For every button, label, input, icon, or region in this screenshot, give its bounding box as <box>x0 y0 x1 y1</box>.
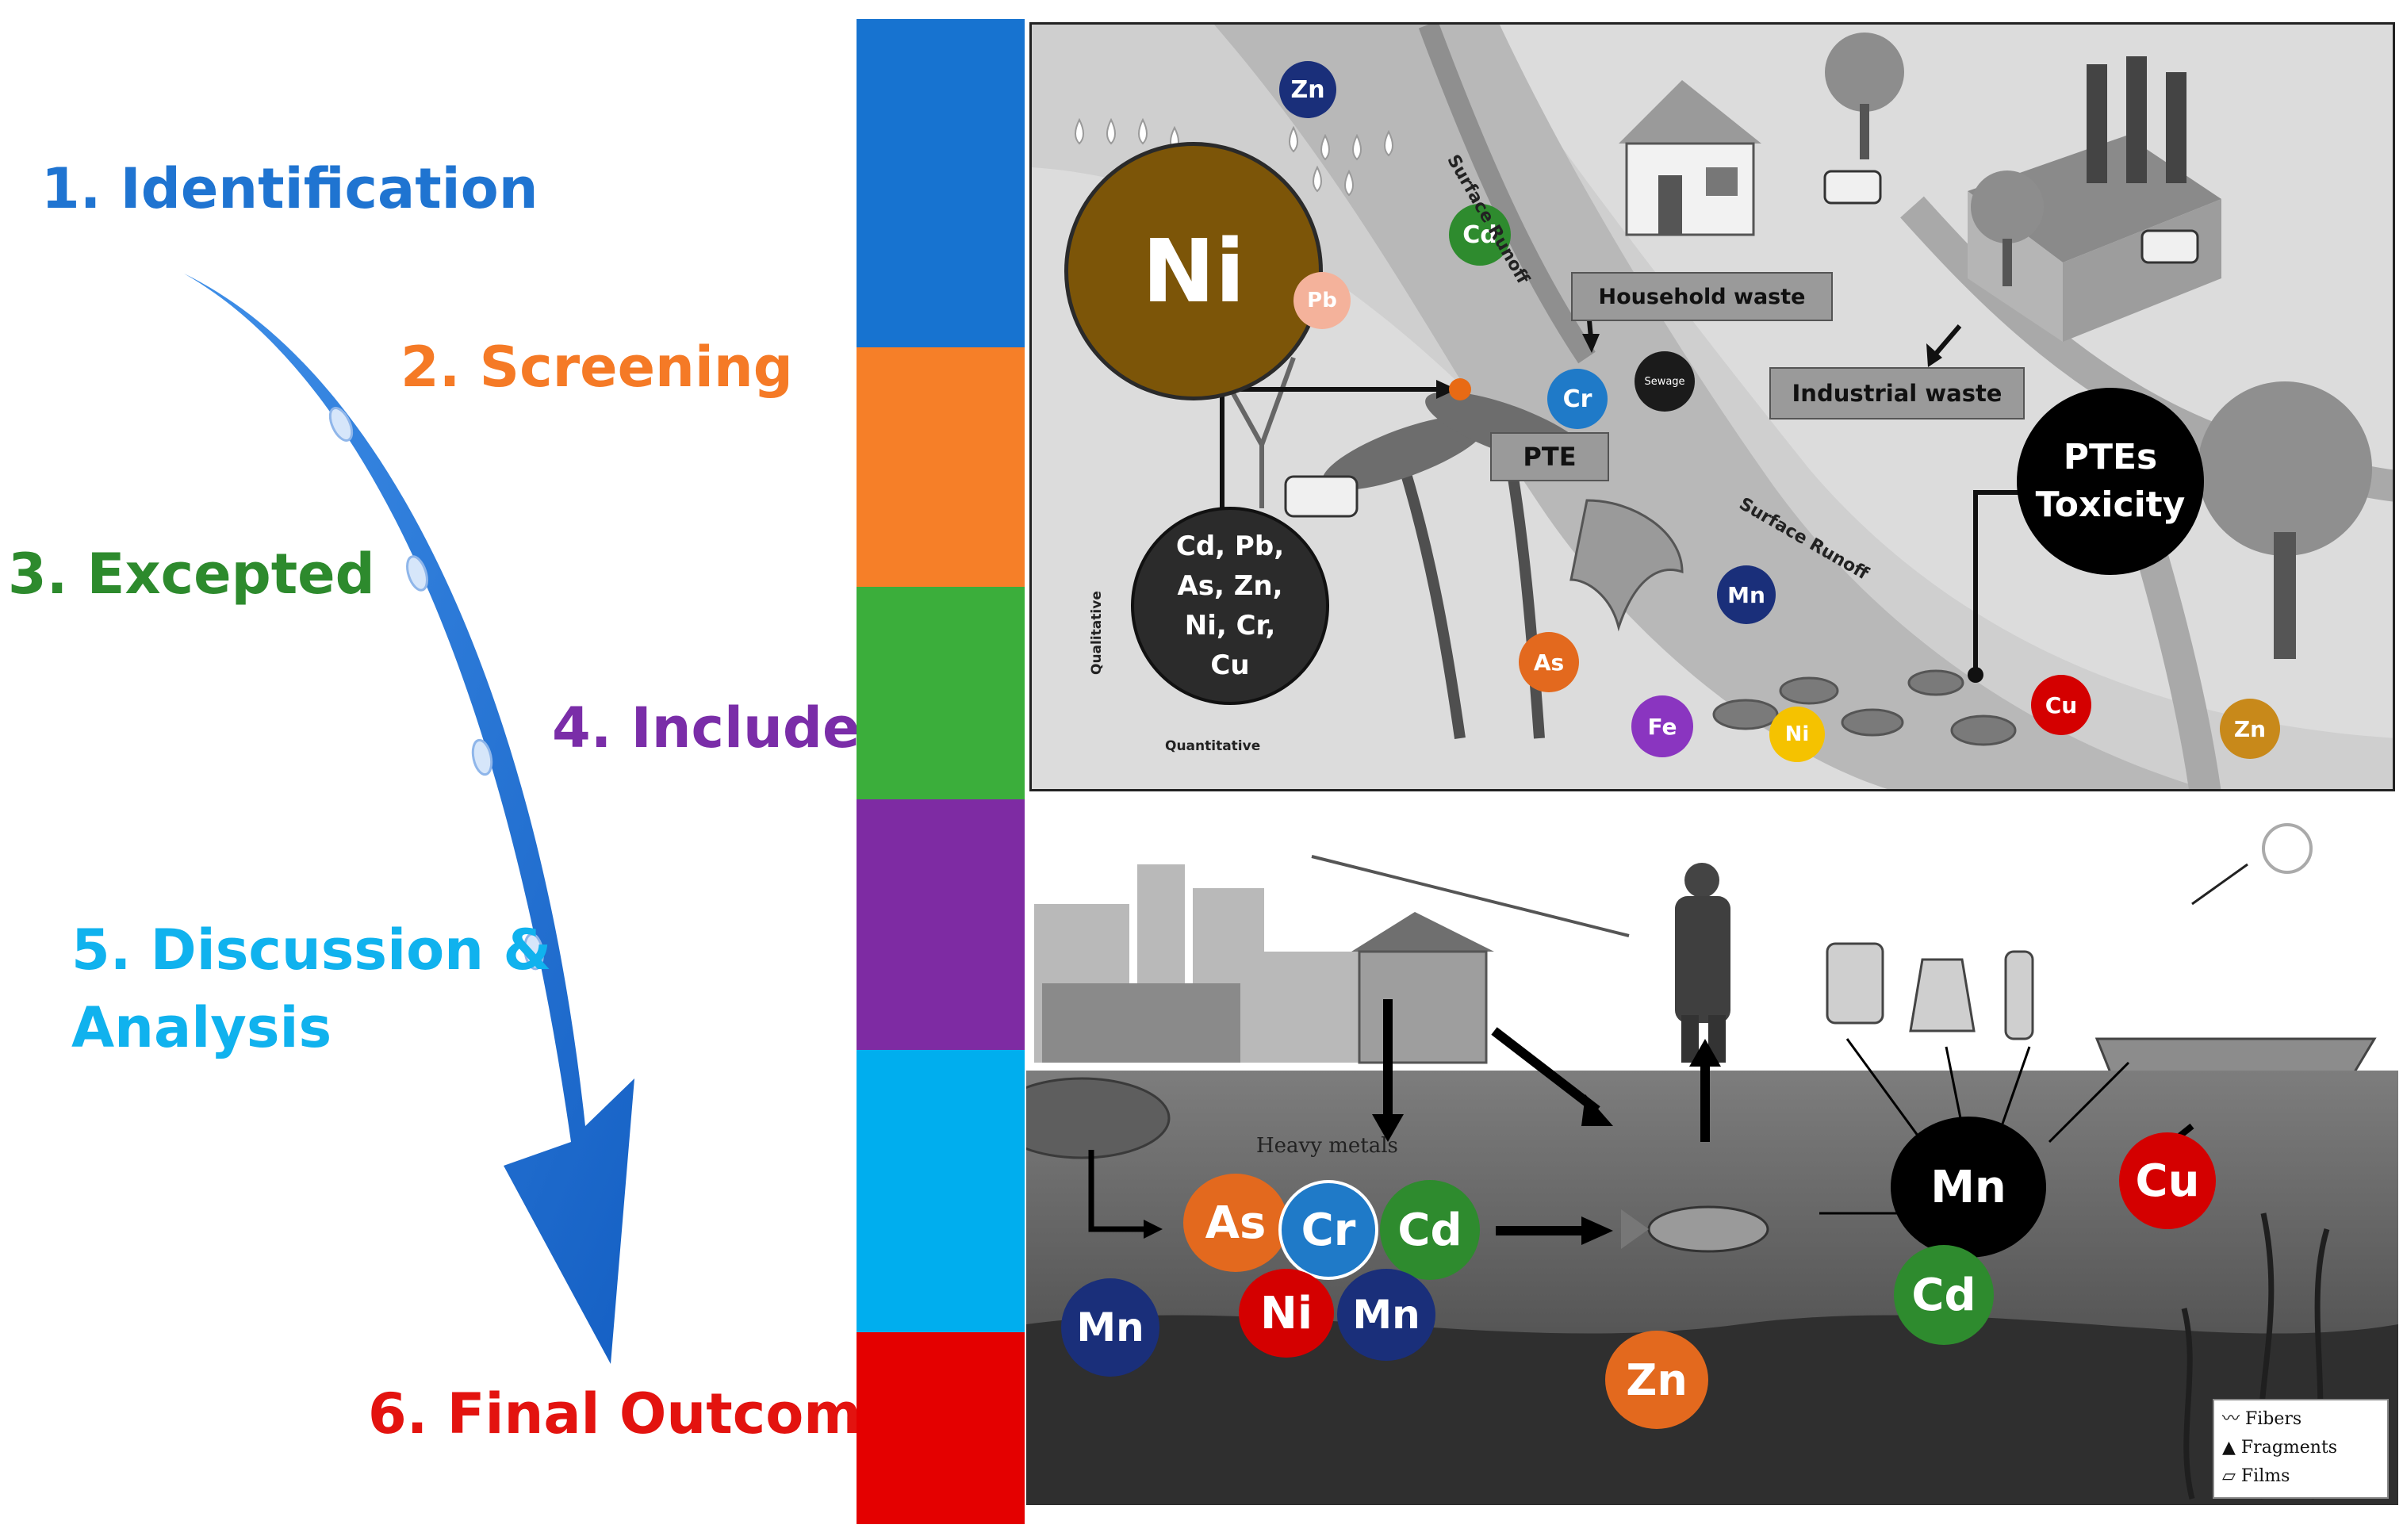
metal-fe: Fe <box>1631 695 1693 757</box>
mixed-metals-line: Ni, Cr, <box>1184 610 1276 642</box>
ni-big-circle: Ni <box>1064 142 1323 400</box>
pte-box: PTE <box>1490 432 1609 481</box>
house-icon <box>1619 80 1761 236</box>
fish-icon <box>1621 1205 1769 1253</box>
metal-mn-cluster: Mn <box>1337 1269 1435 1361</box>
step-identification: 1. Identification <box>41 156 538 221</box>
mixed-metals-circle: Cd, Pb, As, Zn, Ni, Cr, Cu <box>1131 507 1329 705</box>
step-final-outcome: 6. Final Outcome <box>368 1381 899 1446</box>
metal-pb: Pb <box>1293 272 1351 329</box>
ptes-toxicity-circle: PTEs Toxicity <box>2017 388 2204 575</box>
metal-mn-top: Mn <box>1717 565 1776 624</box>
metal-ni-top: Ni <box>1769 707 1825 762</box>
step-analysis: Analysis <box>71 995 332 1060</box>
arrow-dot <box>328 407 354 442</box>
metal-cr-cluster: Cr <box>1278 1180 1378 1280</box>
arrow-dot <box>471 738 493 776</box>
metal-as-cluster: As <box>1183 1174 1288 1272</box>
metal-as-top: As <box>1519 632 1579 692</box>
legend-fragments-label: Fragments <box>2240 1438 2338 1458</box>
fragment-icon: ▲ <box>2222 1438 2241 1458</box>
fisherman-icon <box>1675 863 1730 1063</box>
step-screening: 2. Screening <box>400 335 793 400</box>
dolphin-icon <box>1569 499 1684 632</box>
stage-bar-screening <box>857 347 1025 587</box>
legend-fibers: 〰 Fibers <box>2222 1405 2379 1434</box>
mixed-metals-line: As, Zn, <box>1177 570 1283 602</box>
legend-fibers-label: Fibers <box>2245 1409 2302 1429</box>
household-waste-box: Household waste <box>1571 272 1833 321</box>
legend-films-label: Films <box>2240 1466 2290 1486</box>
microplastic-legend: 〰 Fibers ▲ Fragments ▱ Films <box>2213 1399 2389 1499</box>
workflow-arrow <box>184 274 634 1364</box>
fiber-icon: 〰 <box>2222 1409 2245 1429</box>
aquatic-pathway-panel: Heavy metals As Cr Cd Ni Mn Mn Zn Mn Cu … <box>1026 801 2398 1505</box>
stage-bar-excepted <box>857 587 1025 799</box>
sewage-circle: Sewage <box>1635 351 1695 412</box>
step-discussion: 5. Discussion & <box>71 917 552 983</box>
step-excepted: 3. Excepted <box>8 542 375 607</box>
metal-ni-cluster: Ni <box>1239 1269 1334 1358</box>
stage-bar-final-outcome <box>857 1332 1025 1524</box>
metal-cd-cluster: Cd <box>1380 1180 1480 1280</box>
heavy-metals-label: Heavy metals <box>1256 1134 1398 1158</box>
mixed-metals-line: Cd, Pb, <box>1175 531 1285 562</box>
metal-zn-bottom: Zn <box>1605 1331 1708 1429</box>
metal-cu-top: Cu <box>2031 675 2091 735</box>
legend-films: ▱ Films <box>2222 1462 2379 1491</box>
metal-zn-top-right: Zn <box>2220 699 2280 759</box>
legend-fragments: ▲ Fragments <box>2222 1434 2379 1462</box>
mixed-metals-line: Cu <box>1210 649 1250 681</box>
stage-bar-discussion <box>857 1050 1025 1332</box>
metal-cd-top: Cd <box>1449 204 1511 266</box>
metal-mn-left: Mn <box>1061 1278 1159 1377</box>
ptes-label: PTEs <box>2063 437 2158 477</box>
industrial-waste-box: Industrial waste <box>1769 367 2025 419</box>
pte-sources-panel: Ni Household waste Industrial waste PTE … <box>1029 22 2395 791</box>
stage-bar-identification <box>857 19 1025 347</box>
metal-cu-bottom: Cu <box>2119 1132 2216 1229</box>
metal-mn-black: Mn <box>1891 1117 2046 1258</box>
stage-bar-included <box>857 799 1025 1050</box>
qualitative-label: Qualitative <box>1089 591 1105 675</box>
arrow-dot <box>523 933 544 971</box>
metal-zn-top: Zn <box>1279 61 1336 118</box>
step-included: 4. Included <box>552 695 900 760</box>
arrow-dot <box>406 555 428 592</box>
toxicity-label: Toxicity <box>2035 485 2186 525</box>
film-icon: ▱ <box>2222 1466 2241 1486</box>
metal-cd-bottom: Cd <box>1894 1245 1994 1345</box>
metal-cr-top: Cr <box>1547 369 1608 429</box>
quantitative-label: Quantitative <box>1165 738 1261 754</box>
